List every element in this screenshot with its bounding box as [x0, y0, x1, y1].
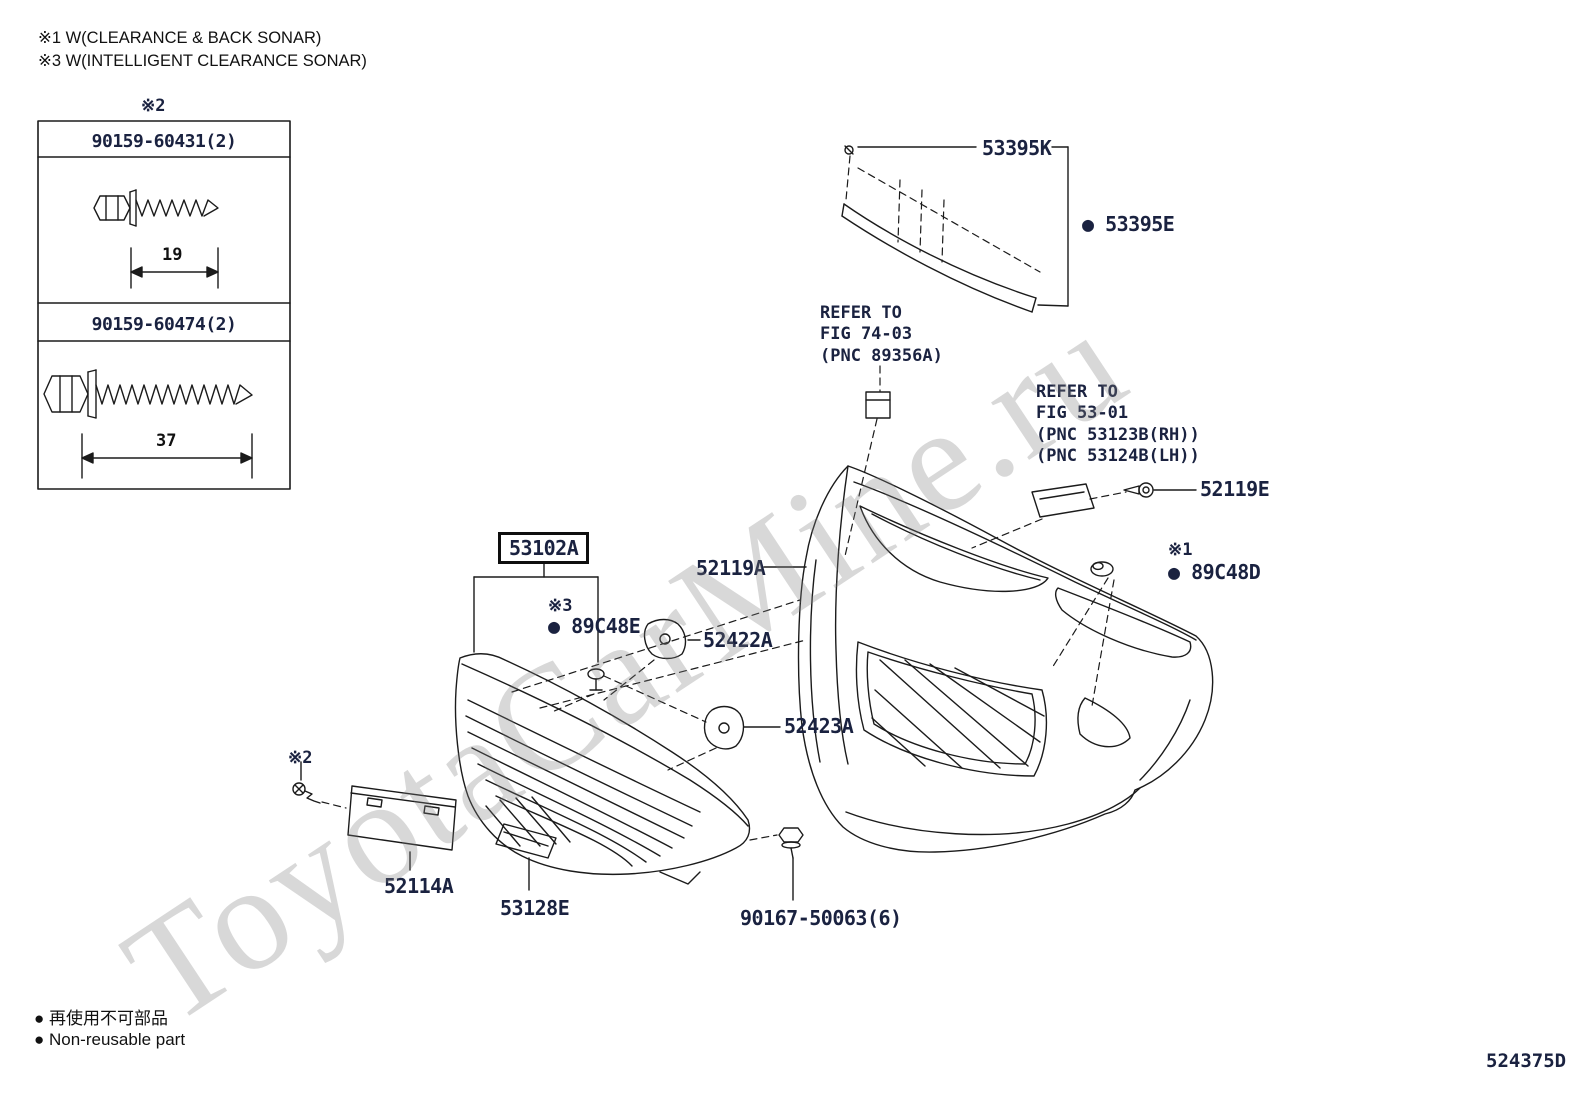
- screw-90159-60431-drawing: [93, 189, 219, 289]
- bracket-52422A-drawing: [603, 618, 701, 701]
- part-number-53128E[interactable]: 53128E: [500, 896, 570, 920]
- legend-jp: ● 再使用不可部品: [34, 1009, 168, 1028]
- refer-line: REFER TO: [1036, 382, 1118, 402]
- bracket-52423A-drawing: [667, 705, 781, 771]
- grommet-89C48D-drawing: [1051, 561, 1115, 707]
- refer-line: (PNC 53123B(RH)): [1036, 424, 1200, 445]
- refer-line: FIG 74-03: [820, 324, 913, 345]
- part-number-52422A[interactable]: 52422A: [703, 628, 773, 652]
- part-number-52119E[interactable]: 52119E: [1200, 477, 1270, 501]
- radiator-grille-drawing: [454, 653, 751, 885]
- screw-ref2-drawing: [292, 761, 347, 809]
- legend-en: ● Non-reusable part: [34, 1030, 186, 1049]
- part-number-90159-60431[interactable]: 90159-60431(2): [91, 131, 237, 152]
- part-number-90159-60474[interactable]: 90159-60474(2): [91, 314, 237, 335]
- bolt-90167-drawing: [749, 827, 804, 901]
- license-bracket-52114A-drawing: [347, 785, 457, 871]
- ref-mark-2: ※2: [288, 748, 313, 768]
- note-intelligent-clearance-sonar: ※3 W(INTELLIGENT CLEARANCE SONAR): [38, 52, 367, 70]
- dimension-19: 19: [162, 245, 183, 265]
- sensor-bracket-89356A-drawing: [844, 365, 891, 557]
- hardware-box-ref-mark: ※2: [141, 96, 166, 116]
- diagram-code: 524375D: [1486, 1050, 1567, 1072]
- part-number-89C48D[interactable]: ● 89C48D: [1168, 560, 1261, 584]
- front-bumper-drawing: [797, 465, 1214, 853]
- ref-mark-3: ※3: [548, 596, 573, 616]
- grille-callout-bracket: [473, 563, 599, 663]
- part-number-89C48E[interactable]: ● 89C48E: [548, 614, 641, 638]
- dimension-37: 37: [156, 431, 177, 451]
- part-number-53102A[interactable]: 53102A: [498, 532, 590, 564]
- refer-fig-53-01[interactable]: REFER TO FIG 53-01 (PNC 53123B(RH)) (PNC…: [1036, 382, 1200, 467]
- refer-line: (PNC 53124B(LH)): [1036, 445, 1200, 466]
- ref-mark-1: ※1: [1168, 540, 1193, 560]
- screw-52119E-drawing: [1123, 482, 1197, 498]
- part-number-52119A[interactable]: 52119A: [696, 556, 766, 580]
- assembly-leader-dashes: [511, 599, 807, 723]
- part-number-90167-50063[interactable]: 90167-50063(6): [740, 906, 902, 930]
- molding-53395K-drawing: [841, 145, 1069, 313]
- refer-line: FIG 53-01: [1036, 403, 1129, 424]
- part-number-52423A[interactable]: 52423A: [784, 714, 854, 738]
- note-clearance-back-sonar: ※1 W(CLEARANCE & BACK SONAR): [38, 29, 322, 47]
- part-number-53395E[interactable]: ● 53395E: [1082, 212, 1175, 236]
- bracket-53123B-drawing: [971, 483, 1127, 549]
- hardware-box-frame: [37, 120, 291, 490]
- refer-line: REFER TO: [820, 303, 902, 323]
- part-number-53395K[interactable]: 53395K: [982, 136, 1052, 160]
- part-number-52114A[interactable]: 52114A: [384, 874, 454, 898]
- refer-fig-74-03[interactable]: REFER TO FIG 74-03 (PNC 89356A): [820, 303, 943, 367]
- screw-90159-60474-drawing: [43, 369, 253, 479]
- refer-line: (PNC 89356A): [820, 345, 943, 366]
- trim-53128E-drawing: [495, 823, 557, 891]
